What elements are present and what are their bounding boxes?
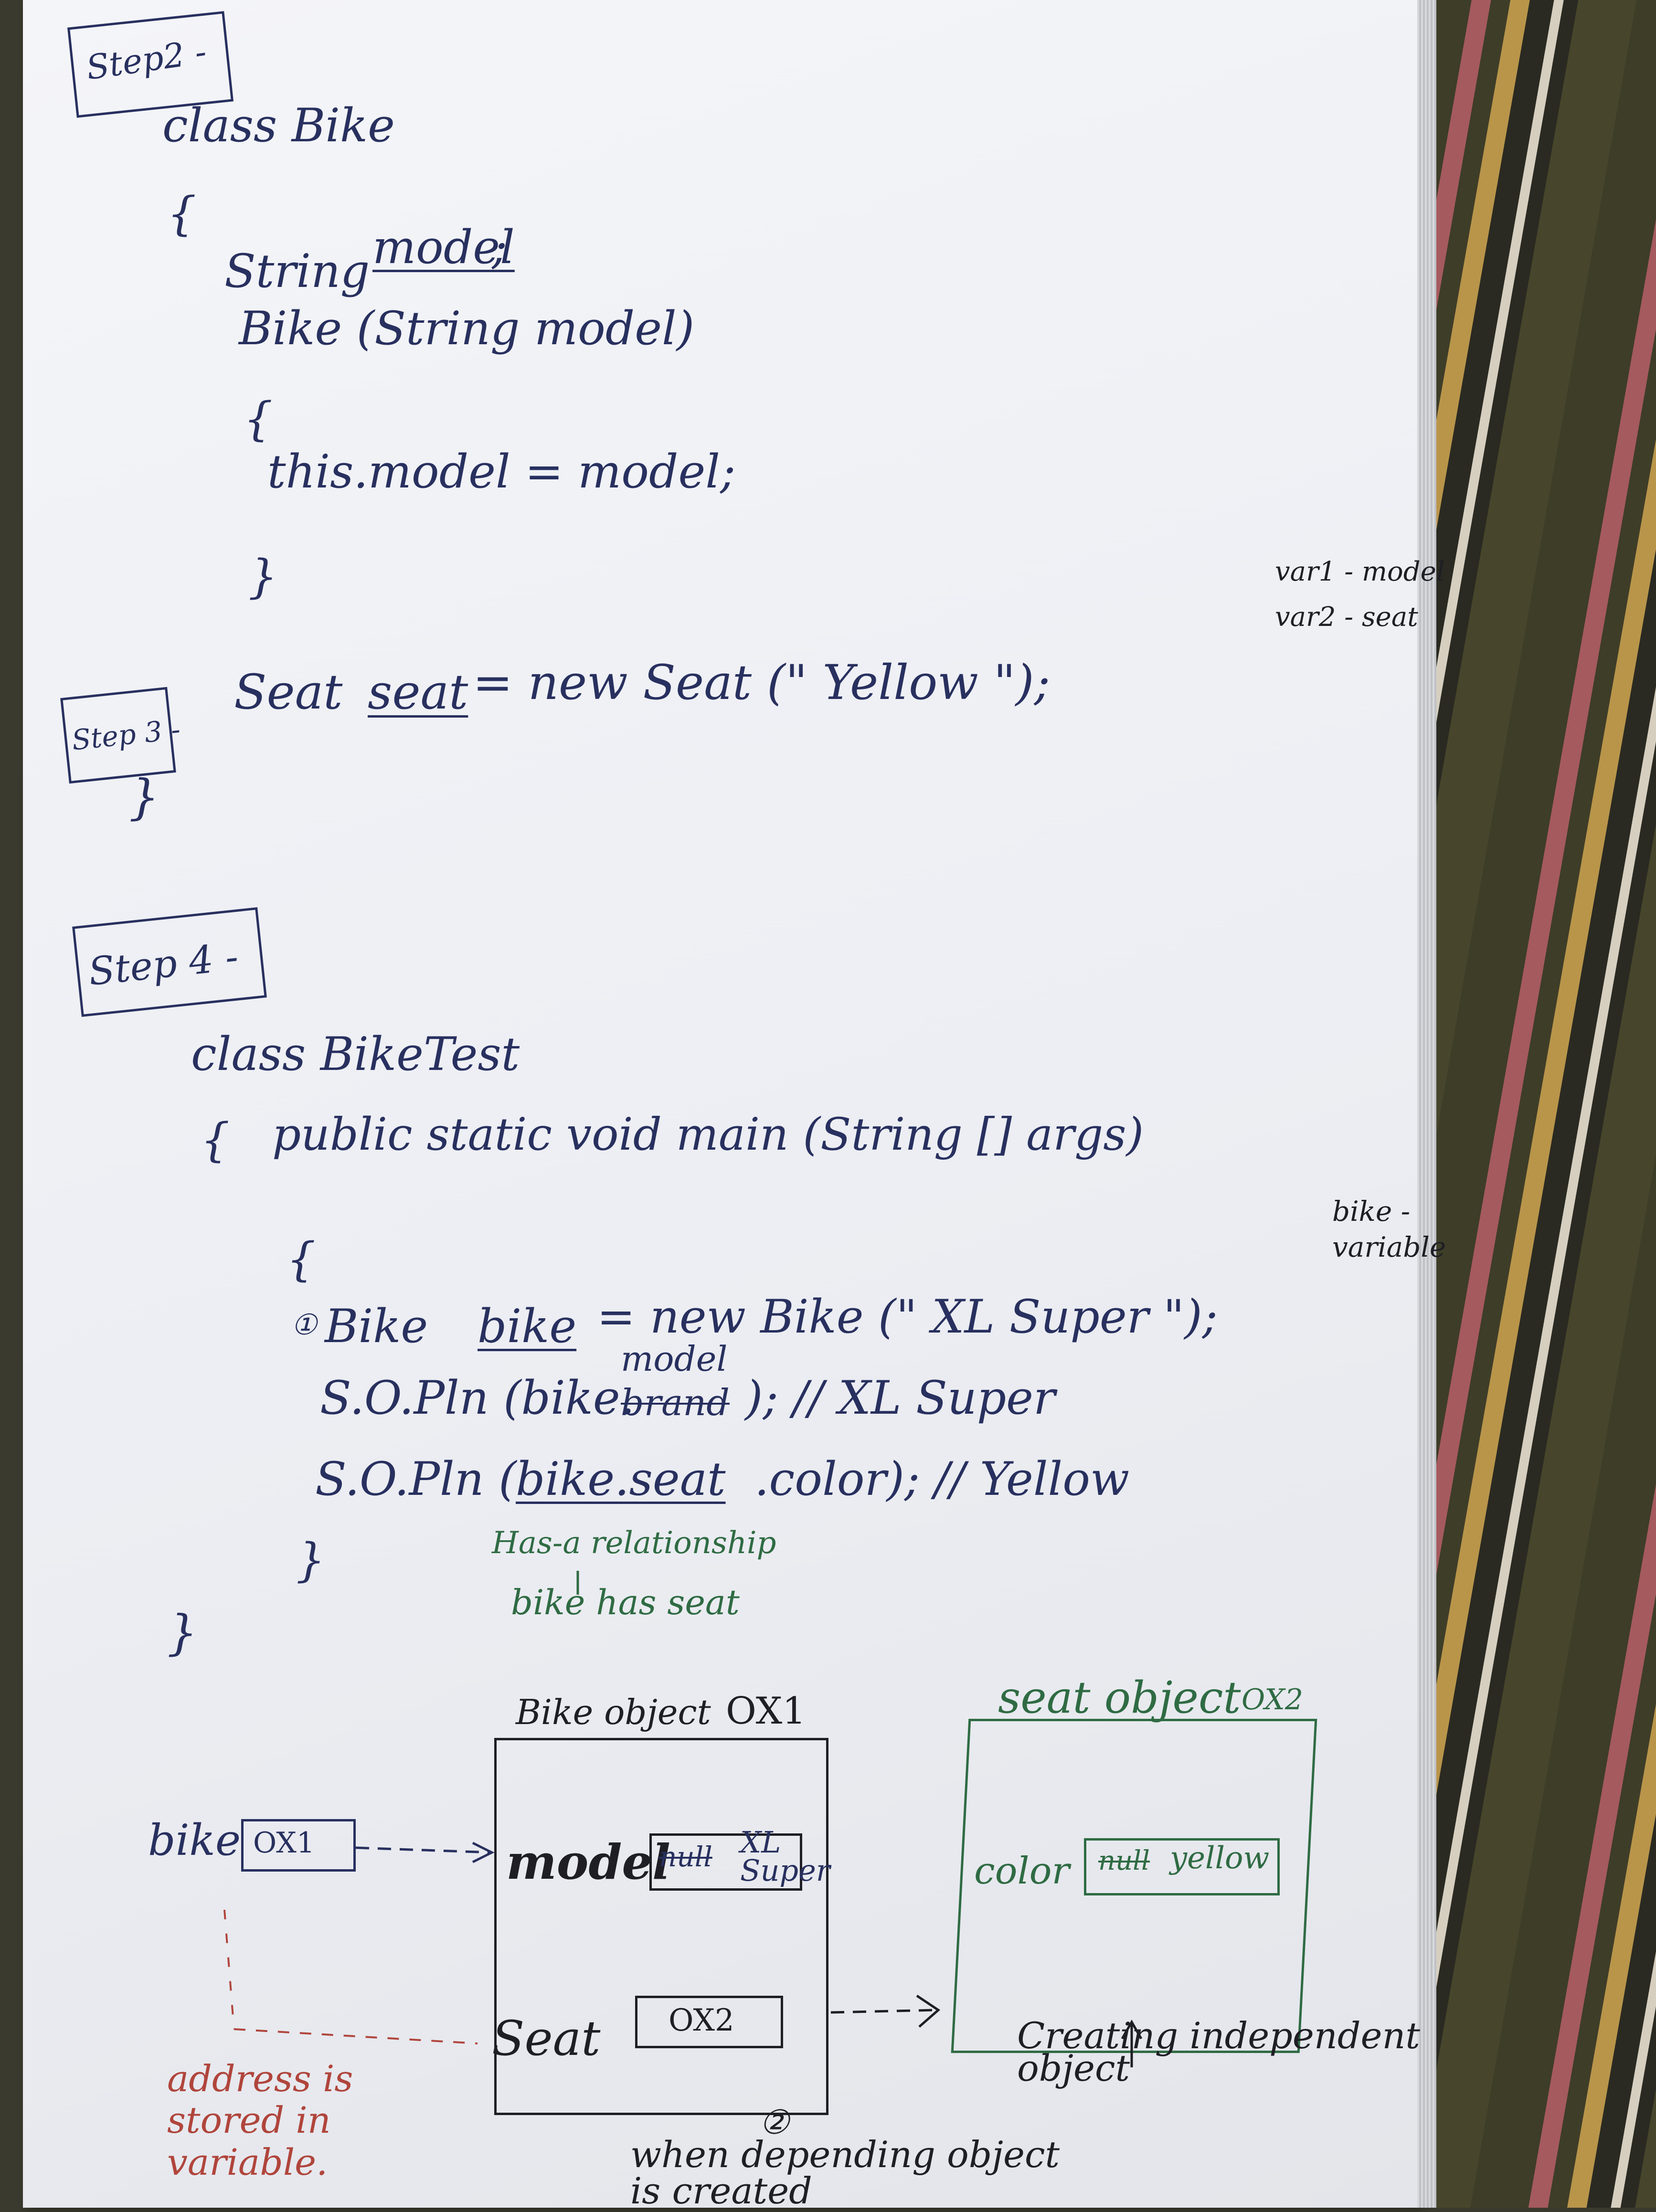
field-semicolon: ;	[492, 221, 508, 274]
seat-field: seat	[368, 664, 468, 720]
model-struck-null: null	[659, 1841, 712, 1873]
note-address-stored: address is stored in variable.	[167, 2057, 353, 2183]
line2-suffix: ); // XL Super	[745, 1371, 1055, 1425]
green-note-has-a: Has-a relationship	[492, 1525, 776, 1561]
seat-type: Seat	[234, 664, 343, 720]
color-value: yellow	[1170, 1841, 1270, 1876]
main-brace-open: {	[287, 1233, 316, 1286]
class-biketest-decl: class BikeTest	[191, 1027, 520, 1081]
line3-expr: bike.seat	[516, 1452, 726, 1506]
biketest-brace-close: }	[167, 1605, 198, 1661]
ref-var-bike: bike	[148, 1815, 241, 1865]
color-struck-null: null	[1098, 1845, 1150, 1876]
note-independent-object: Creating independent object	[1017, 2014, 1420, 2090]
model-value-box	[649, 1833, 802, 1891]
seat-object-title: seat object	[998, 1672, 1241, 1723]
ref-var-box	[241, 1819, 356, 1872]
model-label: model	[506, 1834, 671, 1890]
line1-type: Bike	[325, 1300, 428, 1353]
line3-suffix: .color); // Yellow	[754, 1452, 1130, 1506]
fabric-background	[1413, 0, 1656, 2208]
margin-note-var2: var2 - seat	[1275, 602, 1418, 633]
main-brace-close: }	[296, 1534, 326, 1587]
biketest-brace-open: {	[201, 1113, 230, 1167]
line1-init: = new Bike (" XL Super ");	[597, 1290, 1218, 1344]
seat-label: Seat	[492, 2011, 601, 2066]
arrowhead-independent	[1121, 2019, 1143, 2040]
class-bike-decl: class Bike	[162, 99, 395, 152]
green-note-bike-has-seat: bike has seat	[511, 1582, 740, 1622]
class-brace-close: }	[129, 769, 159, 825]
bike-object-box	[494, 1738, 828, 2115]
page-edge	[1417, 0, 1436, 2208]
color-label: color	[974, 1850, 1070, 1893]
arrowhead-ref	[472, 1842, 495, 1863]
color-value-box	[1084, 1838, 1280, 1895]
bike-object-title: Bike object	[516, 1692, 711, 1732]
field-type: String	[224, 244, 370, 298]
note-depending-object: when depending object is created	[630, 2133, 1060, 2212]
bike-object-addr: OX1	[726, 1690, 806, 1733]
field-name: model	[372, 221, 515, 274]
seat-init: = new Seat (" Yellow ");	[473, 655, 1051, 710]
dash-ref-right	[234, 2028, 478, 2044]
model-value: XL Super	[740, 1825, 830, 1888]
line1-number: ①	[291, 1308, 317, 1342]
assign-stmt: this.model = model;	[267, 445, 736, 498]
dash-ref-down	[223, 1909, 235, 2030]
arrowhead-seat	[916, 1994, 941, 2028]
line2-prefix: S.O.Pln (bike.	[320, 1371, 635, 1425]
constructor-sig: Bike (String model)	[239, 302, 695, 355]
ctor-brace-open: {	[244, 392, 273, 446]
arrow-seat-to-seatobj	[830, 2009, 936, 2014]
line3-prefix: S.O.Pln (	[315, 1452, 517, 1506]
seat-value-box	[635, 1996, 783, 2048]
brace-open: {	[167, 187, 197, 241]
arrow-ref-to-bike	[355, 1846, 492, 1854]
note-number-2: ②	[759, 2103, 789, 2142]
ref-var-value: OX1	[253, 1826, 315, 1860]
main-signature: public static void main (String [] args)	[272, 1109, 1144, 1161]
margin-note-var1: var1 - model	[1275, 556, 1445, 587]
margin-note-bike-variable: bike - variable	[1332, 1195, 1446, 1264]
ctor-brace-close: }	[248, 550, 278, 603]
seat-object-addr: OX2	[1242, 1683, 1304, 1716]
seat-value: OX2	[669, 2003, 734, 2038]
line2-insert-model: model	[621, 1339, 728, 1379]
line1-var: bike	[478, 1300, 577, 1353]
line2-struck-brand: brand	[621, 1381, 730, 1424]
